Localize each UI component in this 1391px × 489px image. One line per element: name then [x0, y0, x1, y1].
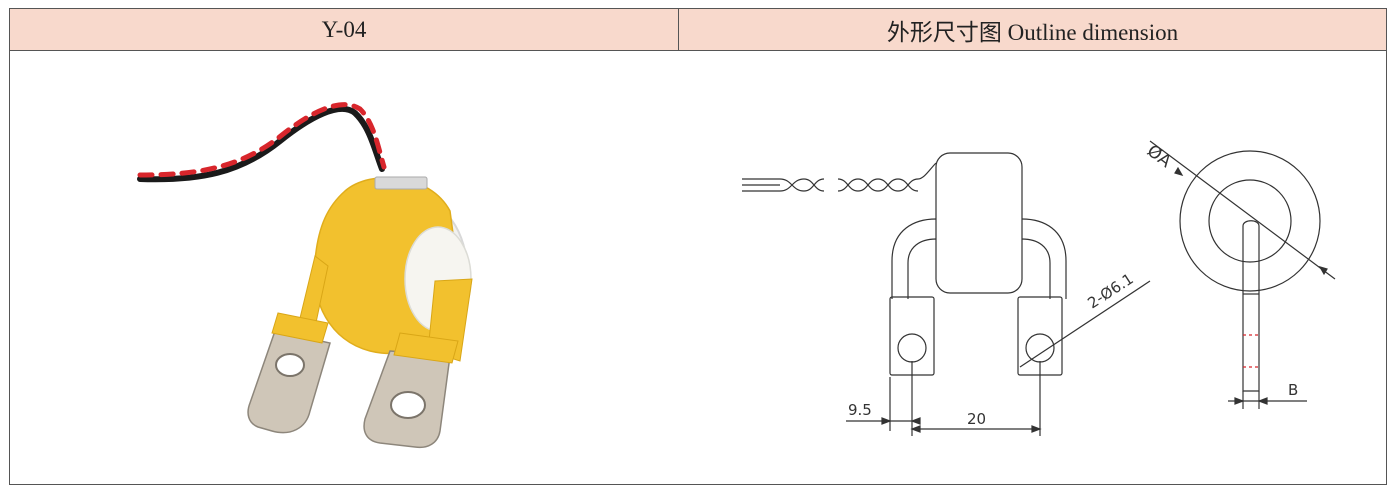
wire-leads-icon: [742, 162, 937, 192]
side-terminal: [1242, 220, 1260, 392]
right-terminal: [363, 278, 473, 449]
left-bend: [891, 218, 937, 299]
outline-drawing: 2-Ø6.1 9.5 20 ØA: [742, 140, 1336, 436]
outline-drawing-cell: 2-Ø6.1 9.5 20 ØA: [680, 51, 1386, 484]
left-terminal: [247, 255, 331, 434]
toroid-outer: [1179, 150, 1321, 292]
product-photo: [137, 102, 473, 449]
product-photo-cell: [10, 51, 679, 484]
dim-pitch-label: 20: [967, 410, 986, 428]
left-hole: [897, 333, 927, 363]
model-header-cell: Y-04: [10, 9, 679, 51]
spec-table: Y-04 外形尺寸图 Outline dimension: [9, 8, 1387, 485]
right-bend: [1021, 218, 1067, 299]
core-body: [935, 152, 1023, 294]
dim-holes-label: 2-Ø6.1: [1084, 270, 1136, 313]
dim-thickness-label: B: [1288, 381, 1298, 399]
outline-header-cell: 外形尺寸图 Outline dimension: [679, 9, 1386, 51]
twisted-wire: [137, 102, 387, 183]
dim-diameter-label: ØA: [1143, 141, 1175, 172]
yellow-core: [313, 176, 472, 355]
dim-offset-label: 9.5: [848, 401, 872, 419]
model-name: Y-04: [321, 16, 367, 42]
outline-title: 外形尺寸图 Outline dimension: [886, 19, 1179, 45]
toroid-inner: [1208, 179, 1292, 263]
